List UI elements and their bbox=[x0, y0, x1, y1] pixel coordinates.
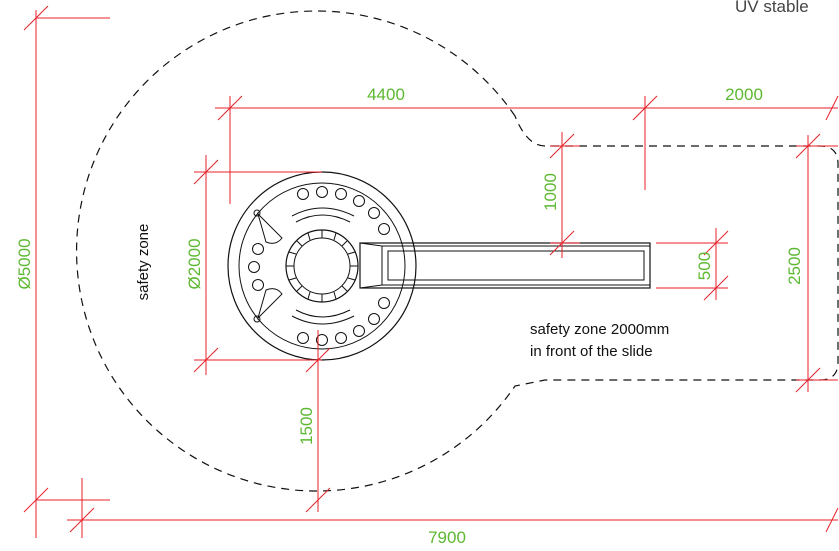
platform-holes bbox=[248, 186, 390, 346]
dim-7900: 7900 bbox=[428, 528, 466, 547]
dim-2000-slide-zone: 2000 bbox=[725, 85, 763, 104]
bolt-top bbox=[253, 209, 261, 217]
center-post-inner bbox=[293, 237, 351, 295]
uv-stable-label: UV stable bbox=[735, 0, 809, 16]
dim-1500: 1500 bbox=[297, 407, 316, 445]
grab-rail-bottom bbox=[291, 315, 355, 325]
slide-chute bbox=[381, 245, 651, 286]
grab-rail-top-inner bbox=[295, 214, 351, 223]
entry-opening-bottom bbox=[256, 288, 283, 320]
safety-zone-outline bbox=[76, 10, 839, 492]
slide-safety-note-line1: safety zone 2000mm bbox=[530, 321, 669, 338]
slide-safety-note-line2: in front of the slide bbox=[530, 343, 653, 360]
dim-4400: 4400 bbox=[367, 85, 405, 104]
dimension-lines bbox=[23, 5, 839, 538]
dim-2500: 2500 bbox=[785, 247, 804, 285]
dim-diameter-2000: Ø2000 bbox=[185, 238, 204, 289]
entry-opening-top bbox=[256, 212, 283, 244]
grab-rail-bottom-inner bbox=[295, 309, 351, 318]
dim-diameter-5000: Ø5000 bbox=[15, 238, 34, 289]
bolt-bottom bbox=[253, 315, 261, 323]
safety-zone-label: safety zone bbox=[135, 224, 152, 301]
platform-inner-ring bbox=[238, 182, 406, 350]
slide-bed bbox=[387, 250, 645, 281]
center-post bbox=[285, 229, 359, 303]
dim-1000: 1000 bbox=[541, 173, 560, 211]
dim-500: 500 bbox=[695, 252, 714, 280]
slide bbox=[359, 242, 651, 289]
grab-rail-top bbox=[291, 207, 355, 217]
center-post-teeth bbox=[286, 230, 358, 302]
